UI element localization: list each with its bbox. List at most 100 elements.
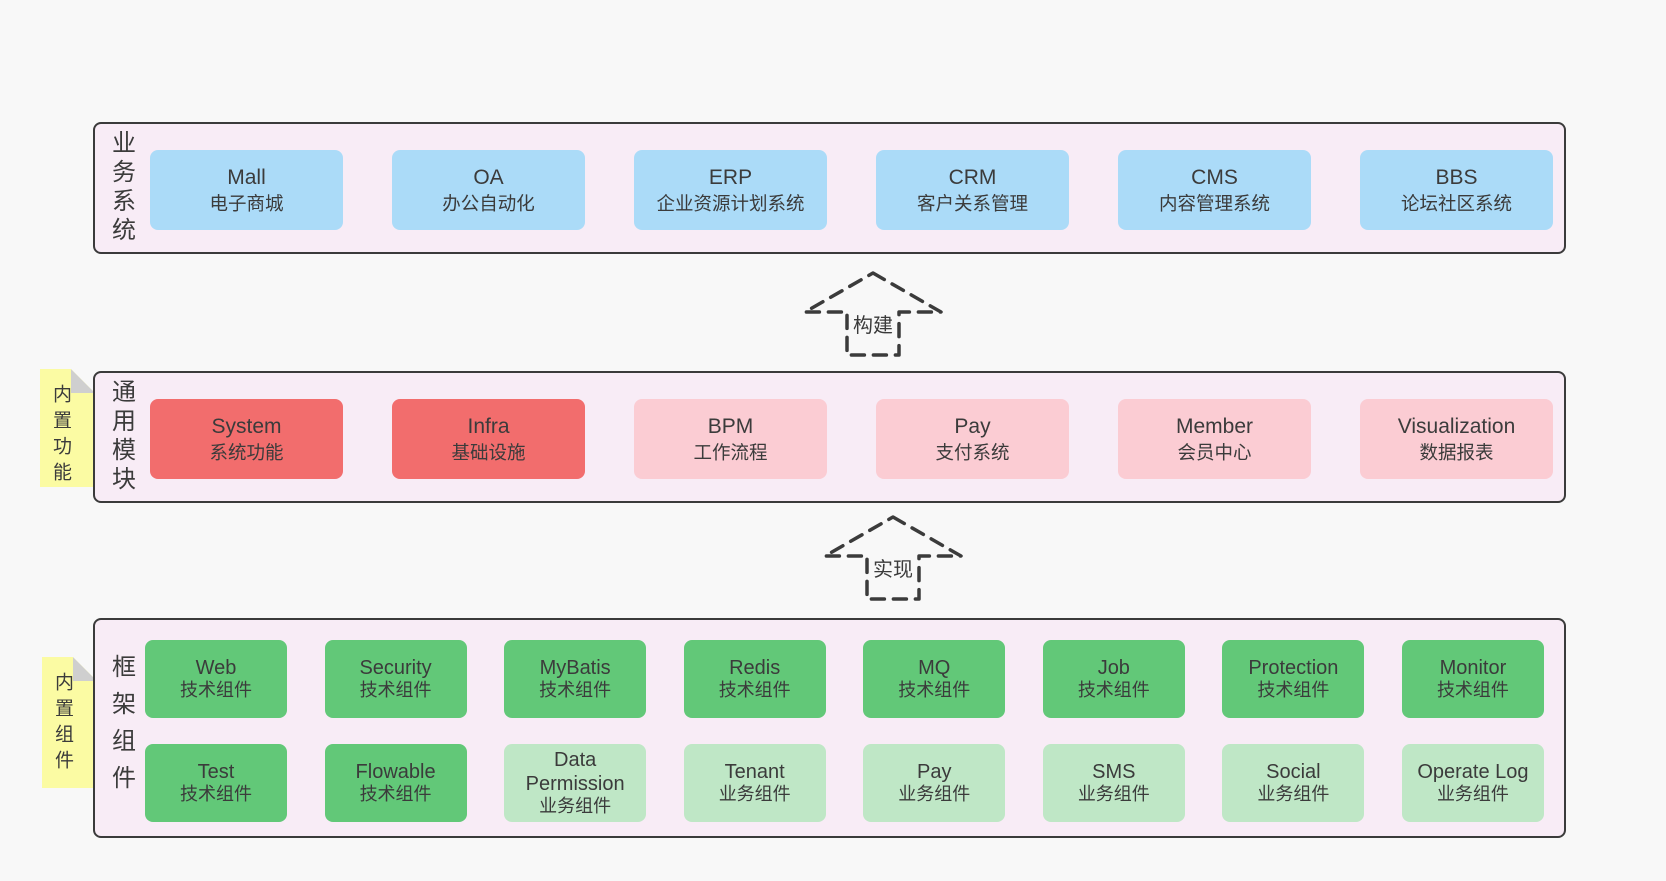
module-subtitle: 业务组件	[1257, 784, 1330, 805]
module-title: MQ	[918, 656, 951, 679]
module-subtitle: 内容管理系统	[1158, 192, 1270, 214]
sticky-note-label: 内置功能	[50, 384, 71, 488]
module-subtitle: 技术组件	[359, 784, 432, 805]
module-title: MyBatis	[539, 656, 611, 679]
module-title: Data Permission	[525, 748, 625, 796]
module-subtitle: 电子商城	[209, 192, 284, 214]
module-title: Protection	[1248, 656, 1339, 679]
up-arrow-icon	[803, 271, 943, 357]
module-title: ERP	[708, 166, 753, 190]
module-subtitle: 技术组件	[1077, 680, 1150, 701]
module-subtitle: 基础设施	[451, 441, 526, 463]
implement-arrow: 实现	[821, 514, 965, 602]
module-title: Member	[1175, 415, 1254, 439]
sticky-note-builtin-features: 内置功能	[40, 369, 95, 487]
band-label-text: 业务系统	[107, 130, 135, 246]
band-label-business-systems: 业务系统	[104, 124, 138, 252]
module-title: Redis	[729, 656, 781, 679]
module-subtitle: 业务组件	[898, 784, 971, 805]
module-subtitle: 技术组件	[180, 784, 252, 805]
module-title: CMS	[1191, 166, 1238, 190]
module-subtitle: 数据报表	[1419, 441, 1494, 463]
sticky-note-text: 内置组件	[42, 672, 83, 776]
module-subtitle: 技术组件	[1436, 680, 1509, 701]
up-arrow-icon	[823, 515, 963, 601]
module-title: Tenant	[724, 760, 785, 783]
module-subtitle: 业务组件	[1436, 784, 1509, 805]
band-label-framework-components: 框架组件	[104, 620, 138, 836]
module-title: Security	[359, 656, 432, 679]
module-title: System	[211, 415, 282, 439]
sticky-note-builtin-components: 内置组件	[42, 657, 97, 788]
module-title: Infra	[467, 415, 510, 439]
module-title: Flowable	[355, 760, 436, 783]
band-label-common-modules: 通用模块	[104, 373, 138, 501]
implement-arrow-label: 实现	[871, 553, 915, 582]
module-title: Job	[1097, 656, 1130, 679]
band-label-text: 通用模块	[107, 379, 135, 495]
build-arrow-label: 构建	[851, 309, 895, 338]
module-subtitle: 业务组件	[1077, 784, 1150, 805]
module-title: Monitor	[1439, 656, 1507, 679]
module-subtitle: 技术组件	[898, 680, 971, 701]
module-title: Pay	[917, 760, 952, 783]
module-subtitle: 办公自动化	[442, 192, 535, 214]
module-title: Mall	[227, 166, 266, 190]
sticky-note-label: 内置组件	[52, 672, 73, 776]
module-title: Social	[1266, 760, 1321, 783]
module-title: Pay	[954, 415, 991, 439]
module-subtitle: 技术组件	[359, 680, 432, 701]
module-title: SMS	[1092, 760, 1136, 783]
module-subtitle: 工作流程	[693, 441, 768, 463]
module-title: Visualization	[1397, 415, 1516, 439]
module-subtitle: 技术组件	[1257, 680, 1330, 701]
module-title: OA	[473, 166, 504, 190]
module-subtitle: 会员中心	[1177, 441, 1252, 463]
band-label-text: 框架组件	[107, 654, 135, 802]
module-title: CRM	[948, 166, 997, 190]
module-subtitle: 技术组件	[180, 680, 252, 701]
module-title: Test	[197, 760, 235, 783]
module-subtitle: 支付系统	[935, 441, 1010, 463]
module-subtitle: 系统功能	[209, 441, 284, 463]
module-title: Web	[195, 656, 237, 679]
module-subtitle: 客户关系管理	[916, 192, 1028, 214]
sticky-note-text: 内置功能	[40, 384, 81, 488]
module-title: Operate Log	[1417, 760, 1529, 783]
build-arrow: 构建	[801, 270, 945, 358]
module-subtitle: 技术组件	[539, 680, 612, 701]
module-subtitle: 企业资源计划系统	[656, 192, 805, 214]
module-title: BPM	[707, 415, 754, 439]
module-title: BBS	[1435, 166, 1478, 190]
